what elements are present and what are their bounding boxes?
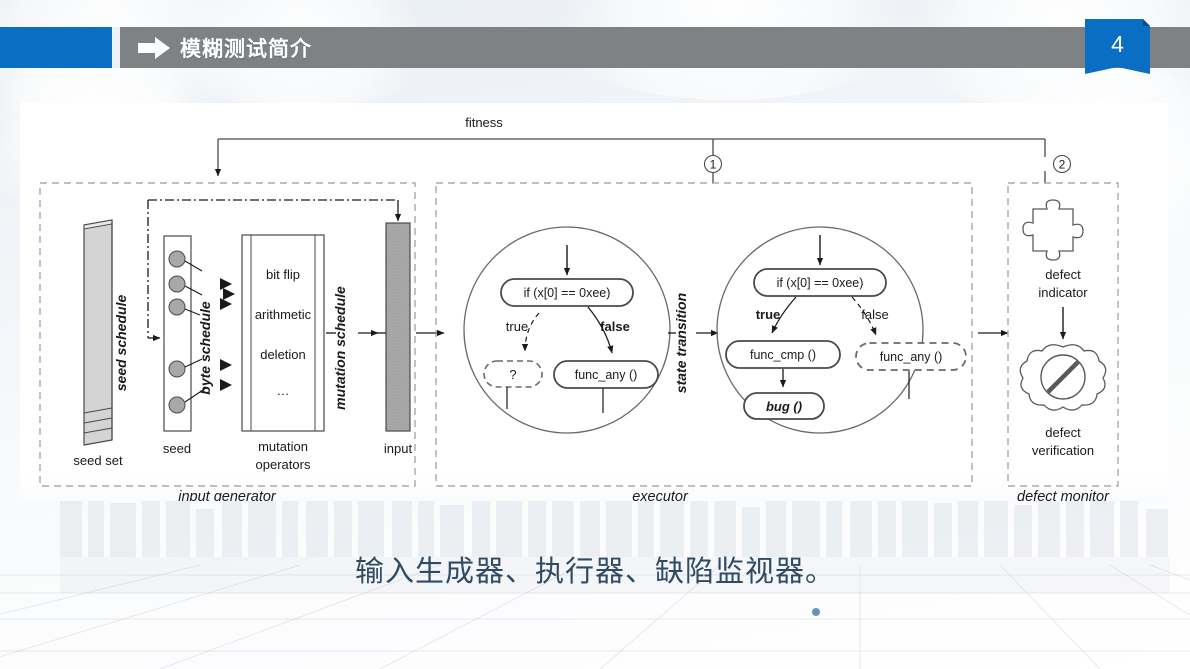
state2-false-node xyxy=(855,342,967,371)
state1-unknown-text: ? xyxy=(509,367,516,382)
executor-label: executor xyxy=(632,489,689,501)
mutation-operator-item: … xyxy=(277,383,290,398)
mutation-operator-item: bit flip xyxy=(266,267,300,282)
input-bar xyxy=(385,222,411,432)
fitness-feedback-path xyxy=(214,138,1046,183)
state2-condition-node xyxy=(753,268,887,297)
state1-unknown-node xyxy=(483,360,543,388)
fuzzing-workflow-diagram: fitness 1 2 input generator xyxy=(39,115,1119,501)
stage-markers: 1 2 xyxy=(703,154,1072,174)
mutation-operator-item: deletion xyxy=(260,347,306,362)
state2-bug-node xyxy=(743,392,825,420)
seed-byte-markers xyxy=(168,250,186,414)
slide-caption: 输入生成器、执行器、缺陷监视器。 xyxy=(354,556,835,588)
state1-true-label: true xyxy=(506,319,528,334)
executor-boundary xyxy=(435,182,973,487)
state2-bug-text: bug () xyxy=(766,399,802,414)
state2-true-label: true xyxy=(756,307,781,322)
state1-false-edge xyxy=(587,306,614,354)
defect-monitor-label: defect monitor xyxy=(1017,489,1110,501)
defect-indicator-label-2: indicator xyxy=(1038,285,1088,300)
input-generator-label: input generator xyxy=(178,489,277,501)
state2-false-edge xyxy=(851,296,877,336)
mutation-operators-box xyxy=(241,234,325,432)
header-blue-block xyxy=(0,27,112,68)
diagram-panel: fitness 1 2 input generator xyxy=(20,103,1168,501)
page-number-badge: 4 xyxy=(1085,19,1150,81)
page-title: 模糊测试简介 xyxy=(180,37,312,61)
state1-false-text: func_any () xyxy=(575,368,638,382)
mutation-schedule-label: mutation schedule xyxy=(332,286,348,410)
header-gap xyxy=(112,27,120,68)
state-circle-2 xyxy=(716,226,924,434)
mutation-operators-label-1: mutation xyxy=(258,439,308,454)
state2-false-text: func_any () xyxy=(880,350,943,364)
state2-condition-text: if (x[0] == 0xee) xyxy=(777,276,864,290)
state2-false-label: false xyxy=(861,307,888,322)
seed-set-shape xyxy=(83,219,113,446)
defect-verification-label-2: verification xyxy=(1032,443,1094,458)
video-marker-dot xyxy=(812,608,820,616)
no-entry-cloud-icon xyxy=(1019,344,1107,411)
state1-false-node xyxy=(553,360,659,389)
defect-indicator-label-1: defect xyxy=(1045,267,1081,282)
byte-schedule-label: byte schedule xyxy=(197,301,213,395)
mutation-operators-label-2: operators xyxy=(256,457,311,472)
mutation-operator-item: arithmetic xyxy=(255,307,312,322)
input-generator-boundary xyxy=(39,182,416,487)
right-arrow-icon xyxy=(138,37,170,59)
byte-schedule-arrows xyxy=(220,278,235,391)
seed-schedule-label: seed schedule xyxy=(113,295,129,392)
state1-condition-text: if (x[0] == 0xee) xyxy=(524,286,611,300)
state2-true-edge xyxy=(771,296,797,334)
state2-true-text: func_cmp () xyxy=(750,348,816,362)
marker-1-label: 1 xyxy=(710,158,717,172)
state-circle-1 xyxy=(463,226,671,434)
seed-byte-connectors xyxy=(184,260,207,403)
state1-false-label: false xyxy=(600,319,630,334)
state1-condition-node xyxy=(500,278,634,307)
defect-verification-label-1: defect xyxy=(1045,425,1081,440)
header-band xyxy=(0,27,1190,68)
puzzle-piece-icon xyxy=(1022,199,1084,261)
input-label: input xyxy=(384,441,413,456)
page-number: 4 xyxy=(1111,30,1124,57)
seed-label: seed xyxy=(163,441,191,456)
fitness-label: fitness xyxy=(465,115,503,130)
seed-set-label: seed set xyxy=(73,453,123,468)
state-transition-label: state transition xyxy=(673,293,689,393)
marker-2-label: 2 xyxy=(1059,158,1066,172)
state2-true-node xyxy=(725,340,841,369)
state1-true-edge xyxy=(521,312,540,352)
